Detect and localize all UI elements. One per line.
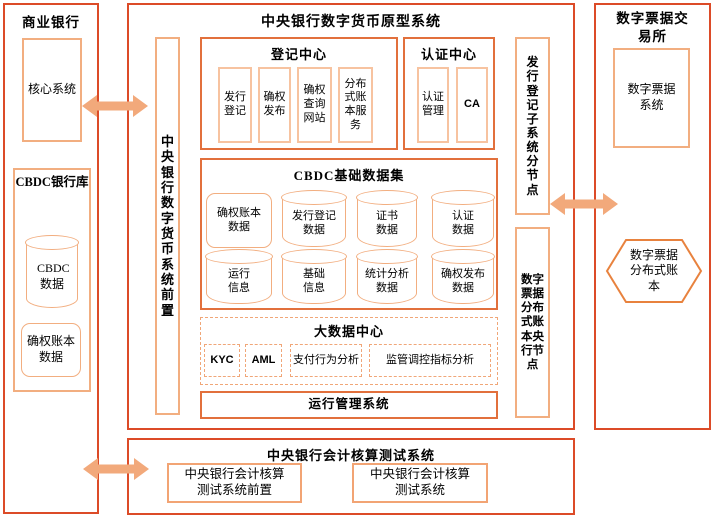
ca-label: CA bbox=[464, 98, 480, 111]
registration-center-box: 登记中心 发行登记 确权发布 确权查询网站 分布式账本服务 bbox=[200, 37, 398, 150]
issue-registration-data-cylinder: 发行登记数据 bbox=[281, 190, 347, 247]
auth-center-box: 认证中心 认证管理 CA bbox=[403, 37, 495, 150]
front-end-bar-label: 中央银行数字货币系统前置 bbox=[160, 134, 174, 318]
left-bottom-arrow bbox=[83, 455, 149, 488]
front-end-bar: 中央银行数字货币系统前置 bbox=[155, 37, 180, 415]
auth-center-title: 认证中心 bbox=[420, 47, 477, 62]
operation-info-label: 运行信息 bbox=[228, 268, 250, 294]
aml-box: AML bbox=[245, 344, 282, 377]
accounting-front-box: 中央银行会计核算测试系统前置 bbox=[167, 463, 302, 503]
accounting-system-box: 中央银行会计核算测试系统 bbox=[352, 463, 488, 503]
ops-system-box: 运行管理系统 bbox=[200, 391, 498, 419]
distributed-ledger-service-label: 分布式账本服务 bbox=[344, 77, 367, 131]
rights-publish-label: 确权发布 bbox=[263, 91, 286, 117]
certificate-data-label: 证书数据 bbox=[376, 210, 398, 236]
aml-label: AML bbox=[251, 353, 276, 366]
ledger-data-box: 确权账本数据 bbox=[21, 323, 81, 377]
bill-ledger-hexagon-label: 数字票据分布式账本 bbox=[629, 247, 678, 293]
cbdc-dataset-title: CBDC基础数据集 bbox=[293, 168, 405, 183]
cbdc-data-cylinder: CBDC数据 bbox=[25, 235, 79, 308]
rights-publish-data-label: 确权发布数据 bbox=[440, 268, 485, 294]
big-data-center-title: 大数据中心 bbox=[313, 324, 384, 339]
issue-node-bar-label: 发行登记子系统分节点 bbox=[526, 55, 539, 197]
ca-box: CA bbox=[456, 67, 488, 143]
accounting-test-panel: 中央银行会计核算测试系统 中央银行会计核算测试系统前置 中央银行会计核算测试系统 bbox=[127, 438, 575, 515]
big-data-center-box: 大数据中心 KYC AML 支付行为分析 监管调控指标分析 bbox=[200, 317, 498, 385]
payment-behavior-label: 支付行为分析 bbox=[293, 353, 359, 366]
bill-system-label: 数字票据系统 bbox=[627, 82, 676, 112]
rights-publish-box: 确权发布 bbox=[258, 67, 291, 143]
cbdc-prototype-panel: 中央银行数字货币原型系统 中央银行数字货币系统前置 登记中心 发行登记 确权发布… bbox=[127, 3, 575, 430]
issue-registration-data-label: 发行登记数据 bbox=[291, 210, 336, 236]
base-info-label: 基础信息 bbox=[303, 268, 325, 294]
auth-data-label: 认证数据 bbox=[452, 210, 474, 236]
issue-registration-box: 发行登记 bbox=[218, 67, 252, 143]
bill-exchange-title: 数字票据交易所 bbox=[616, 11, 689, 44]
statistics-data-label: 统计分析数据 bbox=[364, 268, 409, 294]
accounting-test-title: 中央银行会计核算测试系统 bbox=[266, 448, 435, 463]
commercial-bank-title: 商业银行 bbox=[22, 15, 80, 30]
ops-system-label: 运行管理系统 bbox=[308, 397, 390, 412]
bill-system-box: 数字票据系统 bbox=[613, 48, 690, 148]
certificate-data-cylinder: 证书数据 bbox=[356, 190, 418, 247]
operation-info-cylinder: 运行信息 bbox=[205, 249, 273, 304]
rights-query-site-box: 确权查询网站 bbox=[297, 67, 332, 143]
core-system-box: 核心系统 bbox=[22, 38, 82, 142]
commercial-bank-panel: 商业银行 核心系统 CBDC银行库 CBDC数据 确权账本数据 bbox=[3, 3, 99, 514]
cbdc-bank-title: CBDC银行库 bbox=[15, 175, 89, 189]
regulatory-index-label: 监管调控指标分析 bbox=[386, 353, 474, 366]
bill-node-bar-label: 数字票据分布式账本央行节点 bbox=[521, 274, 544, 371]
rights-query-site-label: 确权查询网站 bbox=[303, 84, 326, 124]
accounting-system-label: 中央银行会计核算测试系统 bbox=[369, 467, 470, 497]
regulatory-index-box: 监管调控指标分析 bbox=[369, 344, 491, 377]
issue-node-bar: 发行登记子系统分节点 bbox=[515, 37, 550, 215]
bill-exchange-panel: 数字票据交易所 数字票据系统 数字票据分布式账本 bbox=[594, 3, 711, 430]
cbdc-dataset-box: CBDC基础数据集 确权账本数据 发行登记数据 证书数据 认证数据 运行信息 基… bbox=[200, 158, 498, 310]
kyc-box: KYC bbox=[204, 344, 240, 377]
center-right-arrow bbox=[550, 190, 618, 223]
issue-registration-label: 发行登记 bbox=[224, 91, 246, 117]
cbdc-prototype-title: 中央银行数字货币原型系统 bbox=[261, 15, 441, 30]
bill-node-bar: 数字票据分布式账本央行节点 bbox=[515, 227, 550, 418]
auth-management-box: 认证管理 bbox=[417, 67, 449, 143]
rights-ledger-data-box: 确权账本数据 bbox=[206, 193, 272, 248]
ledger-data-label: 确权账本数据 bbox=[26, 334, 75, 364]
auth-management-label: 认证管理 bbox=[422, 91, 444, 117]
accounting-front-label: 中央银行会计核算测试系统前置 bbox=[184, 467, 285, 497]
cbdc-bank-box: CBDC银行库 CBDC数据 确权账本数据 bbox=[13, 168, 91, 392]
hexagon-shape bbox=[605, 239, 703, 303]
registration-center-title: 登记中心 bbox=[270, 47, 327, 62]
bill-ledger-hexagon: 数字票据分布式账本 bbox=[605, 238, 703, 304]
left-center-arrow bbox=[82, 92, 148, 125]
payment-behavior-box: 支付行为分析 bbox=[290, 344, 362, 377]
base-info-cylinder: 基础信息 bbox=[281, 249, 347, 304]
rights-publish-data-cylinder: 确权发布数据 bbox=[431, 249, 495, 304]
core-system-label: 核心系统 bbox=[27, 82, 76, 97]
cbdc-data-label: CBDC数据 bbox=[37, 261, 70, 291]
rights-ledger-data-label: 确权账本数据 bbox=[216, 206, 261, 233]
statistics-data-cylinder: 统计分析数据 bbox=[356, 249, 418, 304]
distributed-ledger-service-box: 分布式账本服务 bbox=[338, 67, 373, 143]
auth-data-cylinder: 认证数据 bbox=[431, 190, 495, 247]
kyc-label: KYC bbox=[210, 353, 234, 366]
